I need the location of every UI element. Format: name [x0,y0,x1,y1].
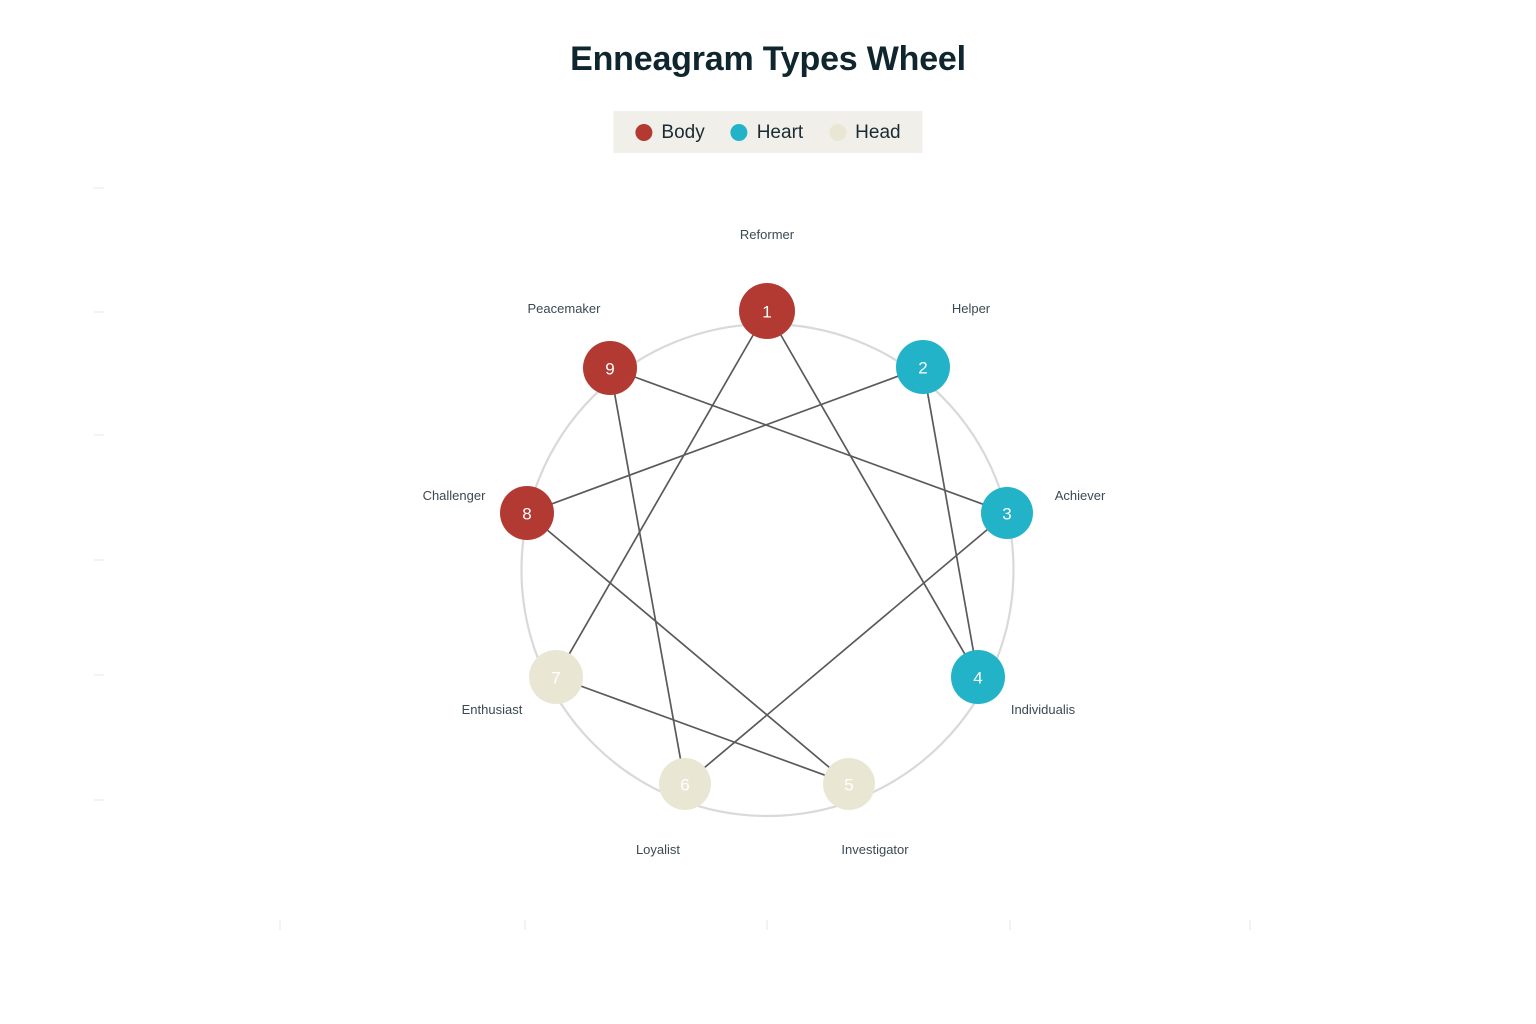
node-label-8: Challenger [423,488,487,503]
node-circle-4[interactable] [951,650,1005,704]
connection-line-hexad-2-8 [551,375,899,505]
legend-swatch-body [635,123,653,141]
connection-line-hexad-5-7 [580,685,826,776]
type-node-9[interactable]: 9 [583,341,637,395]
node-number-6: 6 [680,776,689,795]
type-node-5[interactable]: 5 [823,758,875,810]
node-circle-2[interactable] [896,340,950,394]
type-node-8[interactable]: 8 [500,486,554,540]
type-node-3[interactable]: 3 [981,487,1033,539]
connection-line-hexad-4-2 [926,392,975,652]
node-number-4: 4 [973,669,982,688]
type-node-1[interactable]: 1 [739,283,795,339]
chart-legend: Body Heart Head [613,111,923,153]
node-circle-5[interactable] [823,758,875,810]
type-node-6[interactable]: 6 [659,758,711,810]
node-label-1: Reformer [740,227,795,242]
legend-label-heart: Heart [756,121,804,143]
node-circle-8[interactable] [500,486,554,540]
legend-label-body: Body [661,121,705,143]
node-number-1: 1 [762,303,771,322]
connection-line-hexad-8-5 [546,529,830,769]
connection-line-triangle-6-9 [613,393,682,760]
node-number-3: 3 [1002,505,1011,524]
node-label-7: Enthusiast [462,702,523,717]
node-circle-9[interactable] [583,341,637,395]
node-label-3: Achiever [1055,488,1106,503]
legend-item-heart[interactable]: Heart [730,121,804,143]
node-circle-1[interactable] [739,283,795,339]
axis-ticks [94,187,1251,930]
legend-item-body[interactable]: Body [635,121,705,143]
legend-label-head: Head [855,121,901,143]
node-label-2: Helper [952,301,991,316]
node-label-5: Investigator [841,842,909,857]
node-label-4: Individualis [1011,702,1076,717]
type-node-4[interactable]: 4 [951,650,1005,704]
node-number-7: 7 [551,669,560,688]
node-circle-7[interactable] [529,650,583,704]
node-number-5: 5 [844,776,853,795]
node-label-6: Loyalist [636,842,680,857]
legend-item-head[interactable]: Head [829,121,901,143]
type-node-7[interactable]: 7 [529,650,583,704]
node-number-9: 9 [605,360,614,379]
connection-line-triangle-9-3 [634,376,984,505]
page-title: Enneagram Types Wheel [570,40,966,78]
connection-line-triangle-3-6 [704,528,988,769]
node-circle-3[interactable] [981,487,1033,539]
node-number-8: 8 [522,505,531,524]
connection-lines [546,334,988,776]
type-node-2[interactable]: 2 [896,340,950,394]
node-label-9: Peacemaker [528,301,602,316]
legend-swatch-head [829,123,847,141]
node-circle-6[interactable] [659,758,711,810]
connection-line-hexad-1-4 [780,334,966,655]
legend-swatch-heart [730,123,748,141]
node-number-2: 2 [918,359,927,378]
connection-line-hexad-7-1 [568,334,754,655]
